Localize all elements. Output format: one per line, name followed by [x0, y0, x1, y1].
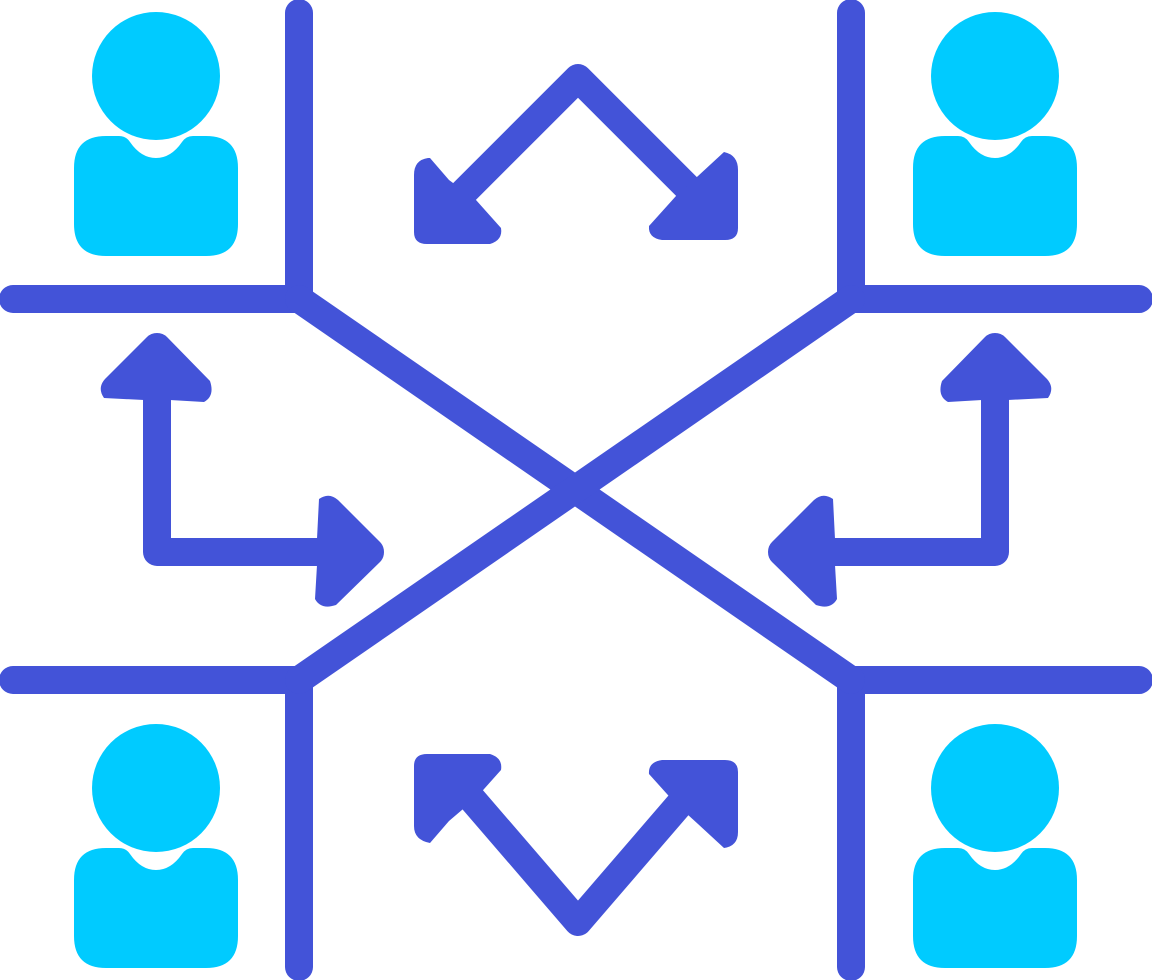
- people-group: [74, 12, 1077, 968]
- user-icon: [74, 724, 238, 968]
- arrows-group: [100, 64, 1052, 936]
- double-arrow-icon: [100, 333, 384, 607]
- user-icon: [913, 12, 1077, 256]
- diagonal-line-2: [285, 285, 865, 694]
- double-arrow-icon: [414, 64, 738, 244]
- double-arrow-icon: [414, 754, 738, 936]
- double-arrow-icon: [768, 333, 1052, 607]
- user-icon: [913, 724, 1077, 968]
- user-icon: [74, 12, 238, 256]
